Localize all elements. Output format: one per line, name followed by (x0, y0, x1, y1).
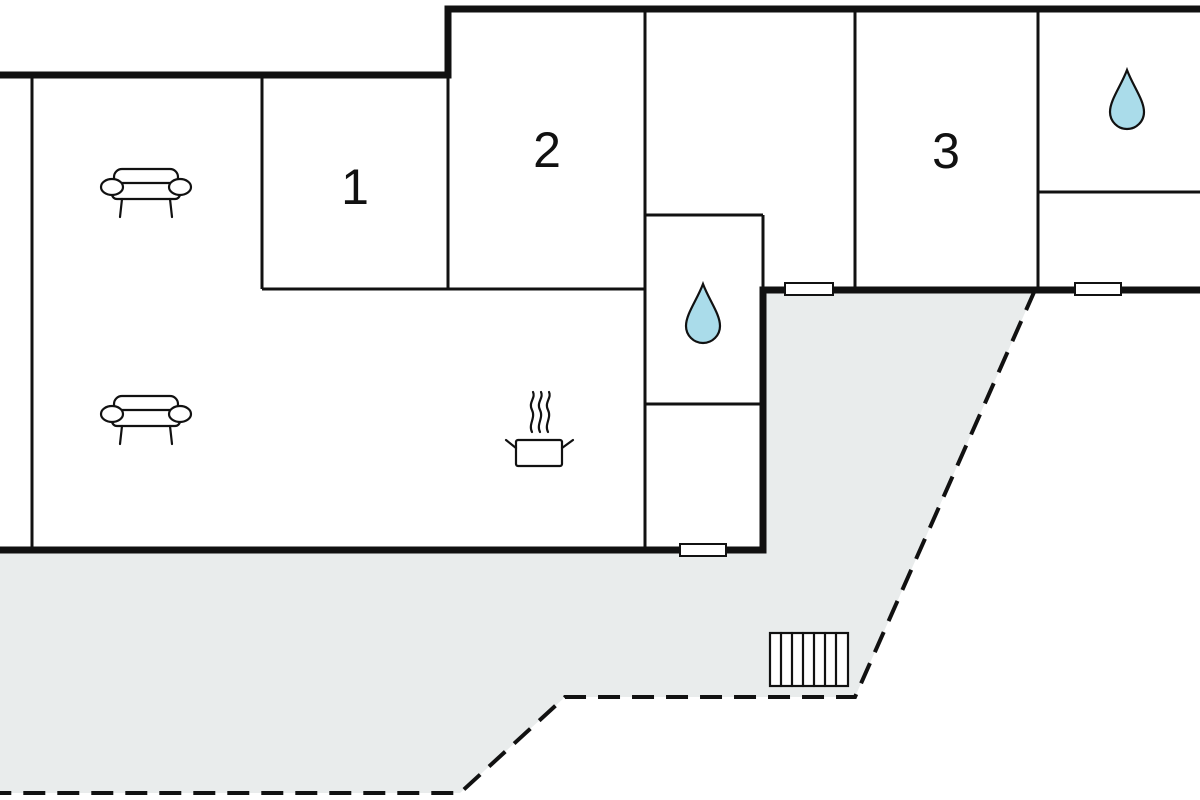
water-drop-icon (684, 280, 722, 345)
windows (679, 282, 1122, 557)
interior-walls (30, 10, 1200, 550)
water-drop-icon (1108, 66, 1146, 131)
terrace-border (0, 289, 1037, 795)
door-marker (784, 282, 834, 296)
room-label-3: 3 (932, 123, 960, 179)
exterior-walls (0, 5, 1200, 554)
sofa-icon (99, 394, 193, 446)
stairs-icon (768, 631, 850, 688)
sofa-icon (99, 167, 193, 219)
cooking-pot-icon (504, 390, 575, 468)
door-marker (1074, 282, 1122, 296)
door-marker (679, 543, 727, 557)
room-label-2: 2 (533, 122, 561, 178)
room-label-1: 1 (341, 159, 369, 215)
terrace-area (0, 290, 1035, 793)
terrace (0, 289, 1037, 795)
